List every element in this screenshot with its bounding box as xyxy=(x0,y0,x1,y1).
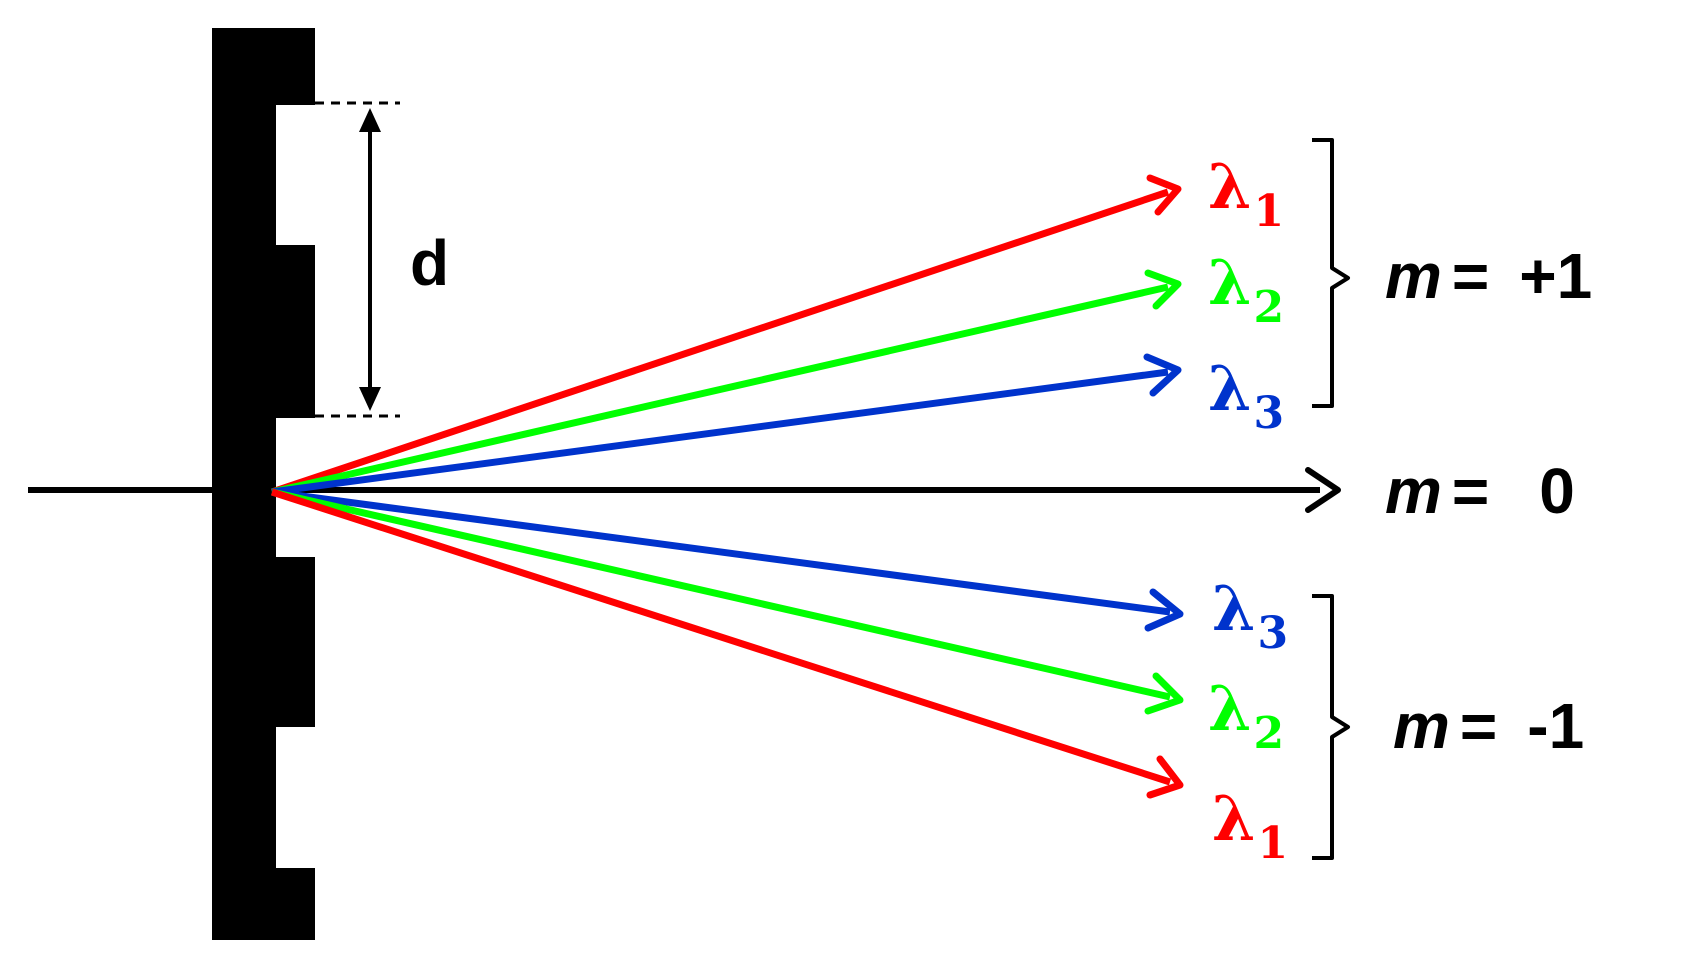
lambda-subscript-2: 2 xyxy=(1253,708,1284,759)
grating xyxy=(212,28,315,940)
spacing-dimension: d xyxy=(315,101,449,418)
order-label-zero: m= 0 xyxy=(1385,455,1575,527)
order-value: 0 xyxy=(1539,455,1575,527)
lambda-symbol: λ xyxy=(1208,352,1251,425)
arrowhead-blue-minus xyxy=(1144,588,1184,632)
order-value: -1 xyxy=(1527,690,1584,762)
ray-red-plus xyxy=(270,188,1170,496)
lambda3-minus-label: λ3 xyxy=(1212,572,1288,659)
ray-green-plus xyxy=(271,283,1169,496)
order-equals: = xyxy=(1452,240,1489,312)
order-label-minus-one: m= -1 xyxy=(1393,690,1584,762)
arrowhead-green-plus xyxy=(1144,269,1182,310)
ray-red-minus xyxy=(270,488,1172,786)
bracket-plus-one xyxy=(1312,138,1350,408)
ray-blue-minus xyxy=(271,488,1171,616)
order-equals: = xyxy=(1460,690,1497,762)
zero-order-beam xyxy=(28,467,1341,513)
lambda-symbol: λ xyxy=(1208,672,1251,745)
dim-arrowhead-down xyxy=(359,387,381,411)
dim-arrowhead-up xyxy=(359,108,381,132)
lambda-symbol: λ xyxy=(1208,246,1251,319)
order-m: m xyxy=(1385,455,1442,527)
lambda1-minus-label: λ1 xyxy=(1212,782,1288,869)
lambda-subscript-2: 2 xyxy=(1253,282,1284,333)
bracket-minus-one xyxy=(1312,594,1350,860)
arrowhead-red-minus xyxy=(1146,755,1184,799)
lambda1-plus-label: λ1 xyxy=(1208,150,1284,237)
lambda-symbol: λ xyxy=(1212,782,1255,855)
spacing-label: d xyxy=(410,227,449,299)
zero-order-arrowhead xyxy=(1305,467,1341,513)
wavelength-labels-plus-one: λ1 λ2 λ3 xyxy=(1208,150,1284,439)
lambda-symbol: λ xyxy=(1208,150,1251,223)
lambda-subscript-1: 1 xyxy=(1253,186,1284,237)
order-m: m xyxy=(1385,240,1442,312)
lambda-subscript-1: 1 xyxy=(1257,818,1288,869)
lambda-subscript-3: 3 xyxy=(1257,608,1288,659)
wavelength-labels-minus-one: λ3 λ2 λ1 xyxy=(1208,572,1288,869)
order-value: +1 xyxy=(1519,240,1592,312)
arrowhead-red-plus xyxy=(1146,174,1182,216)
lambda-symbol: λ xyxy=(1212,572,1255,645)
lambda3-plus-label: λ3 xyxy=(1208,352,1284,439)
ray-green-minus xyxy=(271,488,1171,701)
lambda2-plus-label: λ2 xyxy=(1208,246,1284,333)
rays-minus-one xyxy=(270,488,1184,799)
ray-blue-plus xyxy=(271,368,1169,496)
order-equals: = xyxy=(1452,455,1489,527)
arrowhead-green-minus xyxy=(1144,672,1184,715)
lambda-subscript-3: 3 xyxy=(1253,388,1284,439)
rays-plus-one xyxy=(270,174,1182,496)
order-label-plus-one: m= +1 xyxy=(1385,240,1592,312)
order-m: m xyxy=(1393,690,1450,762)
arrowhead-blue-plus xyxy=(1143,353,1182,397)
lambda2-minus-label: λ2 xyxy=(1208,672,1284,759)
